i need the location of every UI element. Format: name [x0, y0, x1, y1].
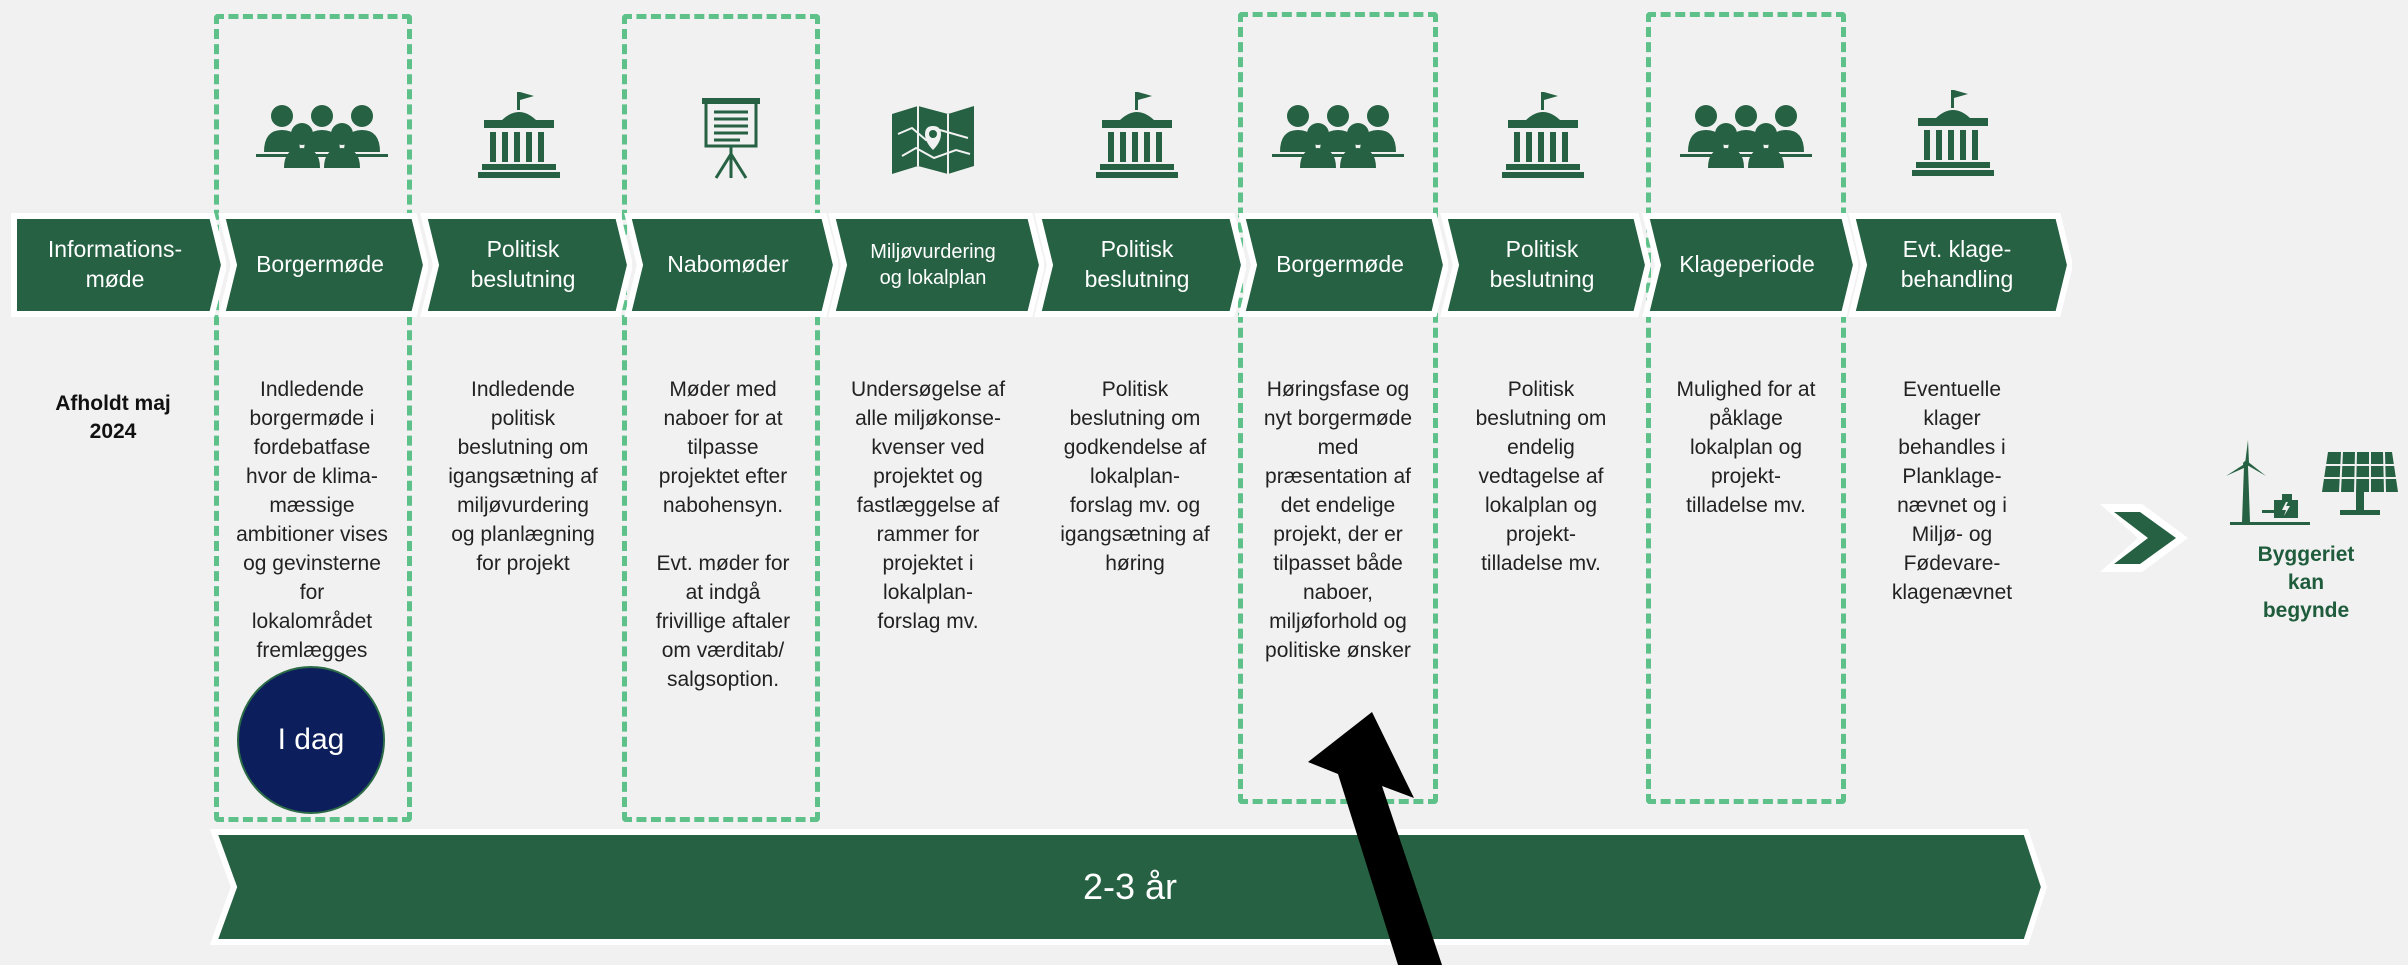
step-label: Klageperiode — [1679, 251, 1815, 278]
description-borgermode-2: Høringsfase og nyt borgermøde med præsen… — [1263, 378, 1413, 662]
duration-bar: 2-3 år — [209, 826, 2050, 948]
step-label: Politisk beslutning — [1084, 236, 1190, 292]
step-label: Politisk beslutning — [1489, 236, 1595, 292]
description-miljovurdering-lokalplan: Undersøgelse af alle miljøkonse- kvenser… — [850, 378, 1006, 633]
government-building-icon — [476, 90, 562, 180]
highlight-box-borgermode-1 — [214, 14, 412, 822]
highlight-box-nabomoder — [622, 14, 820, 822]
step-label: Borgermøde — [256, 251, 384, 278]
description-nabomoder: Møder med naboer for at tilpasse projekt… — [655, 378, 791, 691]
pointer-arrow-icon — [1308, 712, 1442, 965]
wind-turbine-icon — [2226, 440, 2310, 525]
description-politisk-beslutning-3: Politisk beslutning om endelig vedtagels… — [1475, 378, 1607, 575]
final-label: Byggeriet kan begynde — [2257, 543, 2355, 622]
step-label: Evt. klage- behandling — [1900, 236, 2014, 292]
description-politisk-beslutning-2: Politisk beslutning om godkendelse af lo… — [1060, 378, 1210, 575]
step-evt-klagebehandling: Evt. klage- behandling — [1848, 210, 2072, 320]
description-borgermode-1: Indledende borgermøde i fordebatfase hvo… — [236, 378, 388, 662]
step-label: Miljøvurdering og lokalplan — [870, 241, 996, 289]
description-evt-klagebehandling: Eventuelle klager behandles i Planklage-… — [1891, 378, 2013, 604]
step-label: Nabomøder — [667, 251, 789, 278]
government-building-icon — [1500, 90, 1586, 180]
highlight-box-borgermode-2 — [1238, 12, 1438, 804]
solar-panel-icon — [2322, 451, 2398, 515]
people-icon — [252, 100, 392, 170]
step-politisk-beslutning-2: Politisk beslutning — [1034, 210, 1246, 320]
step-label: Borgermøde — [1276, 251, 1404, 278]
today-marker: I dag — [237, 666, 385, 814]
highlight-box-klageperiode — [1646, 12, 1846, 804]
step-borgermode-2: Borgermøde — [1238, 210, 1448, 320]
step-klageperiode: Klageperiode — [1642, 210, 1858, 320]
people-icon — [1268, 100, 1408, 170]
government-building-icon — [1910, 88, 1996, 178]
step-nabomoder: Nabomøder — [624, 210, 838, 320]
step-politisk-beslutning-1: Politisk beslutning — [420, 210, 632, 320]
description-klageperiode: Mulighed for at påklage lokalplan og pro… — [1676, 378, 1816, 517]
step-borgermode-1: Borgermøde — [218, 210, 428, 320]
government-building-icon — [1094, 90, 1180, 180]
people-icon — [1676, 100, 1816, 170]
presentation-board-icon — [700, 96, 762, 180]
step-politisk-beslutning-3: Politisk beslutning — [1440, 210, 1650, 320]
step-miljovurdering-lokalplan: Miljøvurdering og lokalplan — [828, 210, 1044, 320]
step-label: Politisk beslutning — [470, 236, 576, 292]
description-politisk-beslutning-1: Indledende politisk beslutning om igangs… — [448, 378, 598, 575]
forward-chevron-icon — [2100, 504, 2188, 572]
step-informationsmode: Informations- møde — [10, 210, 226, 320]
map-icon — [890, 104, 976, 176]
first-step-note: Afholdt maj 2024 — [55, 392, 171, 443]
step-label: Informations- møde — [47, 236, 183, 292]
duration-label: 2-3 år — [1082, 866, 1178, 907]
